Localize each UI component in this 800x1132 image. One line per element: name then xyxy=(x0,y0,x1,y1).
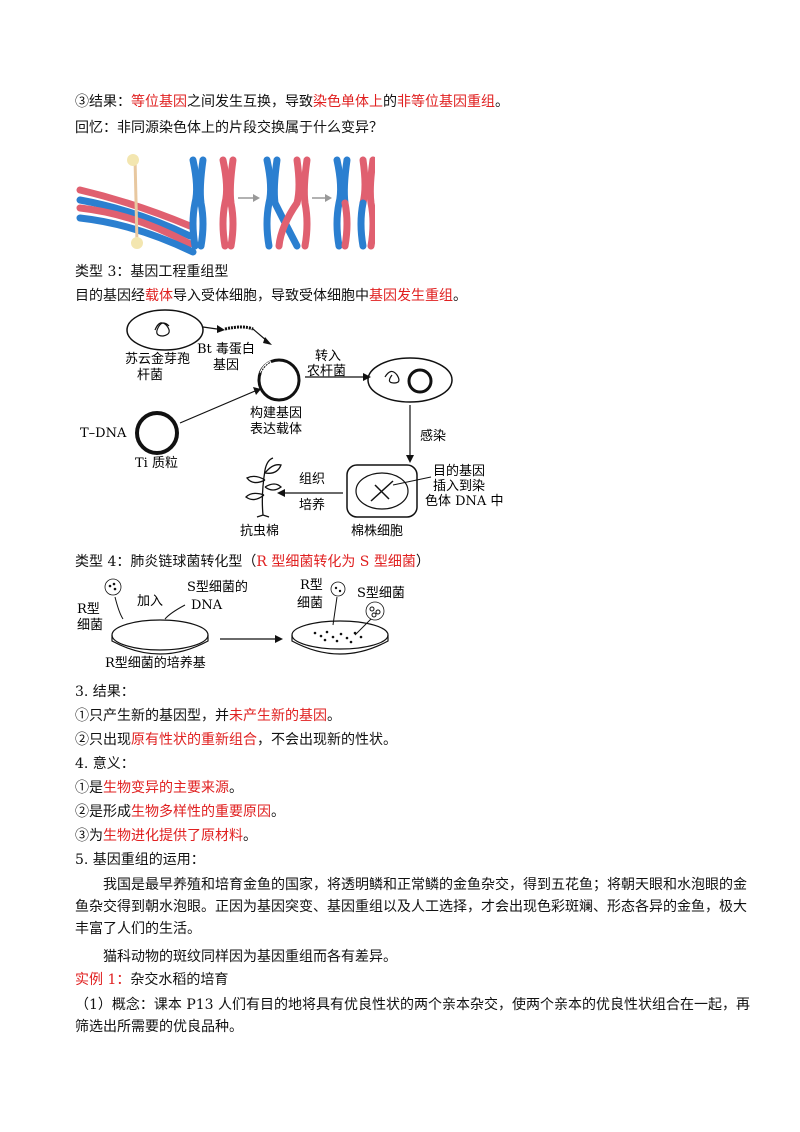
cotton-plant xyxy=(245,457,282,518)
bacteria-label-2: 杆菌 xyxy=(137,368,163,383)
agrobacterium-cell xyxy=(367,357,453,403)
chromosome-crossover-figure xyxy=(76,154,375,256)
transformation-diagram: R型 细菌 加入 S型细菌的 DNA R型细菌的培养基 R型 细菌 S型细菌 xyxy=(77,578,405,671)
arrow-1 xyxy=(238,194,260,202)
sec3-line2: ②只出现原有性状的重新组合，不会出现新的性状。 xyxy=(75,732,397,748)
s-dna-label: S型细菌的 xyxy=(187,579,248,595)
s-bacteria-right: S型细菌 xyxy=(357,586,405,601)
type3-title: 类型 3：基因工程重组型 xyxy=(75,264,229,280)
add-label: 加入 xyxy=(137,594,163,609)
example-concept: （1）概念：课本 P13 人们有目的地将具有优良性状的两个亲本杂交，使两个亲本的… xyxy=(75,997,751,1035)
genetic-engineering-diagram: 苏云金芽孢 杆菌 Bt 毒蛋白 基因 构建基因 表达载体 转入 农杆菌 T–DN… xyxy=(80,309,503,539)
culture-dish-right xyxy=(291,620,389,650)
type4-title: 类型 4：肺炎链球菌转化型（R 型细菌转化为 S 型细菌） xyxy=(75,554,430,570)
sec4-line1: ①是生物变异的主要来源。 xyxy=(75,780,243,796)
stage-1-chromosomes xyxy=(189,156,237,250)
target-label-3: 色体 DNA 中 xyxy=(425,493,503,509)
stage-2-chromosomes xyxy=(263,156,311,250)
bt-label: Bt 毒蛋白 xyxy=(197,341,255,357)
r-bacteria-right: R型 xyxy=(300,578,323,593)
s-dna-label-2: DNA xyxy=(191,598,223,613)
transfer-label: 转入 xyxy=(315,349,341,364)
bt-label-2: 基因 xyxy=(213,358,239,373)
sec3-title: 3. 结果： xyxy=(75,684,135,700)
sec3-line1: ①只产生新的基因型，并未产生新的基因。 xyxy=(75,708,341,724)
target-label-2: 插入到染 xyxy=(433,479,485,494)
result-line: ③结果：等位基因之间发生互换，导致染色单体上的非等位基因重组。 xyxy=(75,94,509,110)
arrow-2 xyxy=(312,194,332,202)
r-bacteria-dots-left xyxy=(104,578,122,596)
r-bacteria-right-2: 细菌 xyxy=(297,596,323,611)
build-label-2: 表达载体 xyxy=(250,422,302,437)
expression-vector xyxy=(257,358,301,402)
sec4-line2: ②是形成生物多样性的重要原因。 xyxy=(75,804,285,820)
colony-dots xyxy=(313,630,363,644)
recall-line: 回忆：非同源染色体上的片段交换属于什么变异？ xyxy=(75,120,383,136)
transfer-label-2: 农杆菌 xyxy=(307,364,346,379)
bacteria-label: 苏云金芽孢 xyxy=(125,351,190,367)
ti-plasmid xyxy=(135,411,179,455)
ti-label: Ti 质粒 xyxy=(135,456,178,471)
r-bacteria-left-2: 细菌 xyxy=(77,618,103,633)
crossing-chromosomes xyxy=(76,154,197,256)
sec4-line3: ③为生物进化提供了原材料。 xyxy=(75,828,257,844)
bacteria-cell xyxy=(126,309,204,351)
r-bacteria-left: R型 xyxy=(77,602,100,617)
sec5-title: 5. 基因重组的运用： xyxy=(75,852,205,868)
cotton-label: 抗虫棉 xyxy=(240,524,279,539)
cell-label: 棉株细胞 xyxy=(351,524,403,539)
sec4-title: 4. 意义： xyxy=(75,756,135,772)
infect-label: 感染 xyxy=(420,428,446,444)
target-label: 目的基因 xyxy=(433,463,485,479)
culture-label: 组织 xyxy=(299,472,325,487)
stage-3-chromosomes xyxy=(333,156,375,250)
culture-label-2: 培养 xyxy=(299,497,325,513)
culture-dish-left xyxy=(111,619,209,651)
tdna-label: T–DNA xyxy=(80,426,127,441)
sec5-para2: 猫科动物的斑纹同样因为基因重组而各有差异。 xyxy=(103,949,397,965)
cotton-cell xyxy=(346,464,418,518)
medium-label: R型细菌的培养基 xyxy=(105,655,206,671)
example-title: 实例 1：杂交水稻的培育 xyxy=(75,972,229,988)
sec5-para1: 我国是最早养殖和培育金鱼的国家，将透明鳞和正常鳞的金鱼杂交，得到五花鱼；将朝天眼… xyxy=(75,877,747,937)
build-label: 构建基因 xyxy=(250,406,302,421)
type3-desc: 目的基因经载体导入受体细胞，导致受体细胞中基因发生重组。 xyxy=(75,288,467,304)
